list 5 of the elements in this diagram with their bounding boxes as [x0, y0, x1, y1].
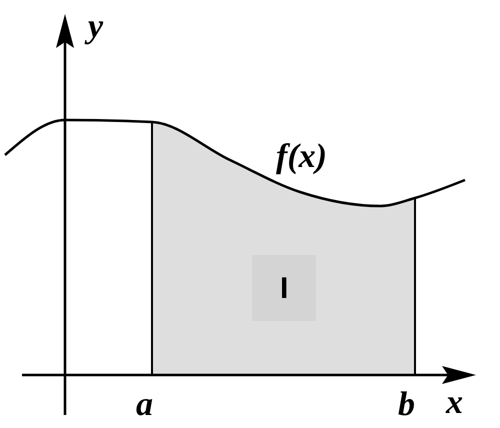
function-label: f(x) [276, 140, 327, 174]
axis-label: x [446, 386, 463, 420]
bound-label: b [398, 388, 415, 422]
integral-label: I [280, 274, 288, 304]
bound-label: a [136, 388, 153, 422]
